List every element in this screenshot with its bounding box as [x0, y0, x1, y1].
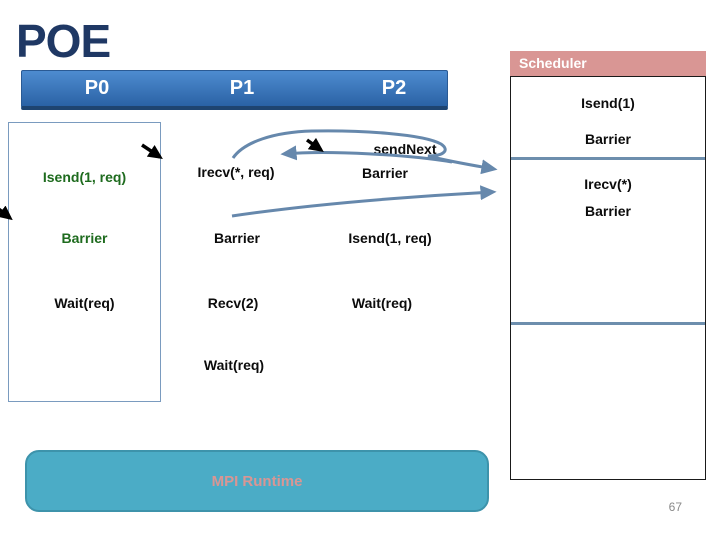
p2-op-barrier: Barrier: [362, 165, 408, 181]
lower-connector-to-scheduler: [231, 185, 497, 218]
scheduler-row-barrier2: Barrier: [585, 203, 631, 219]
p1-op-wait: Wait(req): [203, 357, 265, 373]
slide-title: POE: [16, 15, 111, 67]
process-label-p0: P0: [84, 77, 110, 99]
black-arrow-mid: [305, 137, 324, 153]
scheduler-queue-box: Isend(1) Barrier Irecv(*) Barrier: [510, 76, 706, 480]
page-number: 67: [668, 500, 682, 514]
scheduler-row-irecv: Irecv(*): [584, 176, 632, 192]
scheduler-row-isend: Isend(1): [581, 95, 635, 111]
p2-op-isend: Isend(1, req): [348, 230, 432, 246]
mpi-runtime-label: MPI Runtime: [211, 472, 303, 490]
p0-op-isend: Isend(1, req): [42, 169, 127, 185]
p1-op-recv: Recv(2): [207, 295, 259, 311]
scheduler-divider-1: [511, 157, 705, 160]
p0-trace-box: Isend(1, req) Barrier Wait(req): [8, 122, 161, 402]
p2-op-wait: Wait(req): [351, 295, 413, 311]
p1-op-irecv: Irecv(*, req): [197, 164, 275, 180]
process-label-p2: P2: [381, 77, 407, 99]
p1-op-barrier: Barrier: [214, 230, 260, 246]
process-header-bar: [21, 70, 448, 110]
scheduler-header: Scheduler: [510, 51, 706, 76]
scheduler-row-barrier1: Barrier: [585, 131, 631, 147]
mpi-runtime-box: MPI Runtime: [25, 450, 489, 512]
process-label-p1: P1: [229, 77, 255, 99]
p0-op-barrier: Barrier: [61, 230, 108, 246]
p2-annotation-sendnext: sendNext: [373, 141, 437, 157]
p0-op-wait: Wait(req): [54, 295, 115, 311]
scheduler-divider-2: [511, 322, 705, 325]
